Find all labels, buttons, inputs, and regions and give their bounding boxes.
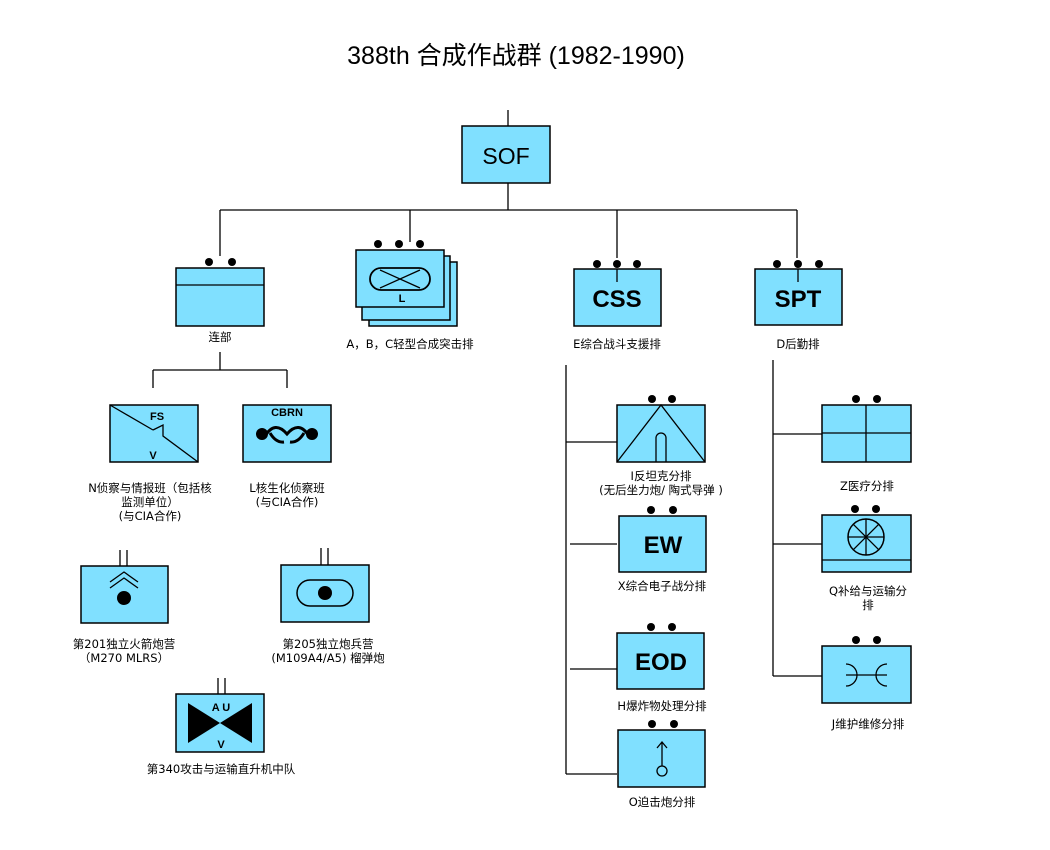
antitank-section-symbol[interactable] (616, 395, 706, 463)
connector-lines (152, 110, 822, 775)
assault-mod: L (399, 293, 406, 305)
mlrs-battalion-symbol[interactable] (80, 550, 169, 624)
cbrn-label-2: (与CIA合作) (256, 495, 319, 509)
recon-label-1: N侦察与情报班（包括核 (88, 481, 212, 495)
css-code: CSS (592, 286, 641, 313)
spt-code: SPT (775, 286, 822, 313)
maintenance-section-symbol[interactable] (821, 636, 912, 704)
helicopter-squadron-symbol[interactable]: A U V (175, 678, 265, 753)
company-hq-label: 连部 (209, 330, 232, 344)
recon-label-2: 监测单位） (121, 495, 179, 509)
ew-label: X综合电子战分排 (618, 579, 707, 593)
recon-mod-top: FS (150, 411, 164, 423)
medical-label: Z医疗分排 (840, 479, 894, 493)
recon-label-3: (与CIA合作) (119, 509, 182, 523)
recon-squad-symbol[interactable]: FS V (109, 404, 199, 463)
eod-section-symbol[interactable]: EOD (616, 623, 705, 690)
chart-title: 388th 合成作战群 (1982-1990) (347, 42, 685, 70)
mlrs-label-1: 第201独立火箭炮营 (73, 637, 175, 651)
artillery-label-1: 第205独立炮兵营 (283, 637, 374, 651)
mortar-section-symbol[interactable] (617, 720, 706, 788)
cbrn-label-1: L核生化侦察班 (249, 481, 325, 495)
spt-label: D后勤排 (776, 337, 820, 351)
sof-hq-symbol[interactable]: SOF (461, 125, 551, 184)
artillery-battalion-symbol[interactable] (280, 548, 370, 623)
cbrn-mod: CBRN (271, 407, 303, 419)
heli-label: 第340攻击与运输直升机中队 (147, 762, 296, 776)
heli-mod-bottom: V (217, 739, 225, 751)
assault-platoons-symbol[interactable]: L (355, 240, 458, 327)
supply-label-2: 排 (862, 598, 874, 612)
cbrn-squad-symbol[interactable]: CBRN (242, 404, 332, 463)
mortar-label: O迫击炮分排 (629, 795, 696, 809)
css-label: E综合战斗支援排 (573, 337, 661, 351)
sof-code: SOF (482, 143, 529, 169)
css-symbol[interactable]: CSS (573, 260, 662, 327)
supply-label-1: Q补给与运输分 (829, 584, 908, 598)
mlrs-label-2: （M270 MLRS） (79, 651, 169, 665)
artillery-label-2: (M109A4/A5) 榴弹炮 (271, 651, 385, 665)
antitank-label-1: I反坦克分排 (631, 469, 692, 483)
ew-section-symbol[interactable]: EW (618, 506, 707, 573)
spt-symbol[interactable]: SPT (754, 260, 843, 326)
eod-label: H爆炸物处理分排 (617, 699, 707, 713)
recon-mod-bottom: V (149, 450, 157, 462)
eod-code: EOD (635, 649, 687, 676)
maintenance-label: J维护维修分排 (831, 717, 905, 731)
ew-code: EW (644, 532, 683, 559)
heli-mod-top: A U (212, 702, 231, 714)
company-hq-symbol[interactable] (175, 258, 265, 327)
supply-section-symbol[interactable] (821, 505, 912, 573)
assault-platoons-label: A，B，C轻型合成突击排 (346, 337, 474, 351)
antitank-label-2: (无后坐力炮/ 陶式导弹 ) (599, 483, 723, 497)
medical-section-symbol[interactable] (821, 395, 912, 463)
